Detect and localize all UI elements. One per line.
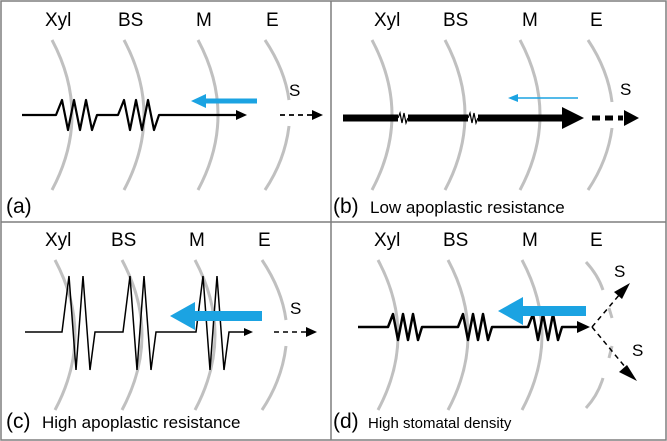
stoma-label-lower: S (632, 341, 643, 360)
resistor-xyl (397, 110, 409, 126)
vapor-flow-dashed-down (591, 326, 627, 369)
panel-caption: High apoplastic resistance (42, 413, 240, 432)
header-e: E (590, 230, 603, 251)
vapor-arrowhead (312, 110, 323, 120)
blue-arrowhead (498, 297, 523, 325)
vapor-arrowhead-up (614, 283, 630, 299)
header-bs: BS (443, 230, 468, 251)
panel-caption: Low apoplastic resistance (370, 198, 565, 217)
panel-c: Xyl BS M E S (c) High apoplastic resista… (6, 230, 317, 433)
water-flow-path (25, 275, 245, 371)
cell-wall-e (260, 259, 288, 411)
panel-letter: (a) (6, 195, 32, 218)
header-m: M (196, 10, 212, 31)
panel-caption: High stomatal density (368, 415, 512, 432)
header-e: E (266, 10, 279, 31)
header-bs: BS (111, 230, 136, 251)
header-xyl: Xyl (374, 10, 400, 31)
resistor-bs (467, 110, 479, 126)
vapor-flow-dashed-up (591, 293, 621, 328)
stoma-label-upper: S (614, 262, 625, 281)
panel-letter: (d) (333, 410, 359, 433)
cell-wall-bs (446, 259, 470, 411)
panel-letter: (c) (6, 410, 31, 433)
flow-arrowhead (577, 321, 590, 333)
header-xyl: Xyl (374, 230, 400, 251)
header-bs: BS (118, 10, 143, 31)
cell-wall-xyl (53, 259, 77, 411)
flow-arrowhead (244, 328, 253, 336)
blue-arrowhead (170, 302, 195, 330)
water-flow-path (358, 312, 578, 342)
header-m: M (189, 230, 205, 251)
stoma-label: S (290, 299, 301, 318)
header-e: E (258, 230, 271, 251)
cell-wall-e (584, 260, 614, 410)
vapor-arrowhead-down (619, 365, 637, 381)
cell-wall-xyl (376, 259, 400, 411)
panel-a: Xyl BS M E S (a) (6, 10, 323, 218)
panel-d: Xyl BS M E S S (d) High stomatal density (333, 230, 643, 433)
vapor-arrowhead (624, 110, 639, 126)
cell-wall-e (586, 39, 614, 191)
flow-arrowhead (236, 110, 247, 120)
blue-arrowhead (508, 94, 518, 102)
header-e: E (590, 10, 603, 31)
header-xyl: Xyl (45, 10, 71, 31)
stoma-label: S (620, 80, 631, 99)
blue-arrowhead (191, 94, 206, 108)
stoma-label: S (289, 81, 300, 100)
cell-wall-m (520, 259, 544, 411)
water-flow-path (22, 98, 238, 132)
panel-b: Xyl BS M E S (b) Low apoplastic resistan… (333, 10, 639, 218)
panel-letter: (b) (333, 195, 359, 218)
cell-wall-e (263, 39, 291, 191)
header-m: M (522, 230, 538, 251)
header-m: M (522, 10, 538, 31)
header-xyl: Xyl (45, 230, 71, 251)
vapor-arrowhead (306, 327, 317, 337)
header-bs: BS (443, 10, 468, 31)
flow-arrowhead (562, 107, 584, 129)
